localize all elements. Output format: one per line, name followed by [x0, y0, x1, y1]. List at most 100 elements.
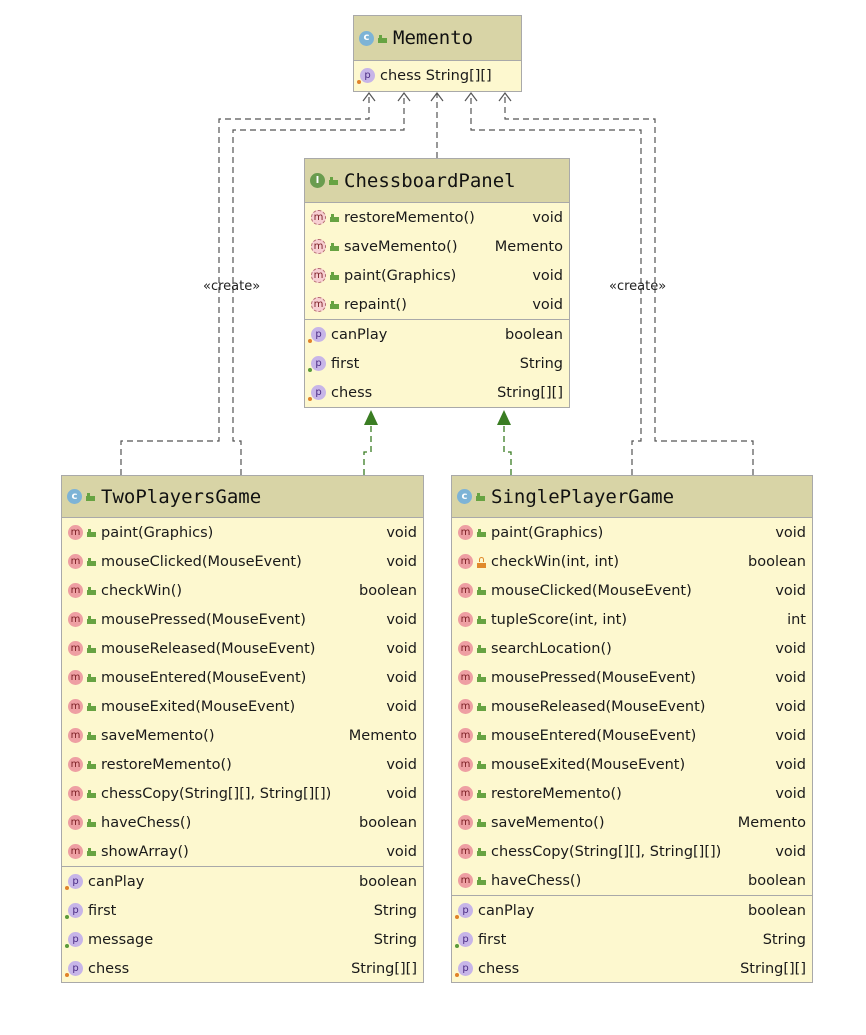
method-icon: m	[458, 525, 473, 540]
public-visibility-icon	[330, 242, 339, 251]
return-type: void	[532, 296, 563, 313]
return-type: void	[775, 727, 806, 744]
method-icon: m	[68, 844, 83, 859]
dependency-line	[504, 93, 754, 475]
method-name: haveChess()	[491, 872, 582, 889]
method-name: mousePressed(MouseEvent)	[491, 669, 696, 686]
method-icon: m	[458, 873, 473, 888]
public-visibility-icon	[477, 876, 486, 885]
field-type: boolean	[748, 902, 806, 919]
method-name: repaint()	[344, 296, 407, 313]
return-type: void	[775, 698, 806, 715]
public-visibility-icon	[86, 492, 95, 501]
field-name: chess String[][]	[380, 67, 492, 84]
arrow-head	[464, 92, 478, 102]
property-icon: p	[455, 961, 473, 977]
field-name: first	[478, 931, 507, 948]
method-name: saveMemento()	[491, 814, 605, 831]
field-name: first	[88, 902, 117, 919]
method-icon: m	[68, 583, 83, 598]
public-visibility-icon	[477, 818, 486, 827]
public-visibility-icon	[87, 818, 96, 827]
public-visibility-icon	[87, 847, 96, 856]
arrow-head	[397, 92, 411, 102]
method-icon: m	[458, 641, 473, 656]
public-visibility-icon	[87, 586, 96, 595]
return-type: void	[532, 209, 563, 226]
return-type: void	[386, 640, 417, 657]
method-icon: m	[458, 583, 473, 598]
return-type: boolean	[359, 582, 417, 599]
field-type: String	[519, 355, 563, 372]
method-name: mouseClicked(MouseEvent)	[101, 553, 302, 570]
field-name: message	[88, 931, 154, 948]
return-type: void	[386, 756, 417, 773]
method-icon: m	[68, 670, 83, 685]
method-name: restoreMemento()	[491, 785, 622, 802]
method-name: checkWin(int, int)	[491, 553, 620, 570]
field-type: boolean	[359, 873, 417, 890]
dependency-line	[470, 93, 642, 475]
property-icon: p	[65, 961, 83, 977]
method-icon: m	[458, 699, 473, 714]
property-icon: p	[308, 356, 326, 372]
return-type: void	[775, 640, 806, 657]
method-name: showArray()	[101, 843, 189, 860]
public-visibility-icon	[378, 33, 387, 43]
property-icon: p	[455, 903, 473, 919]
return-type: void	[532, 267, 563, 284]
method-icon: m	[458, 554, 473, 569]
method-name: paint(Graphics)	[344, 267, 457, 284]
class-icon: c	[457, 489, 472, 504]
public-visibility-icon	[329, 176, 338, 185]
arrow-head	[430, 92, 444, 102]
